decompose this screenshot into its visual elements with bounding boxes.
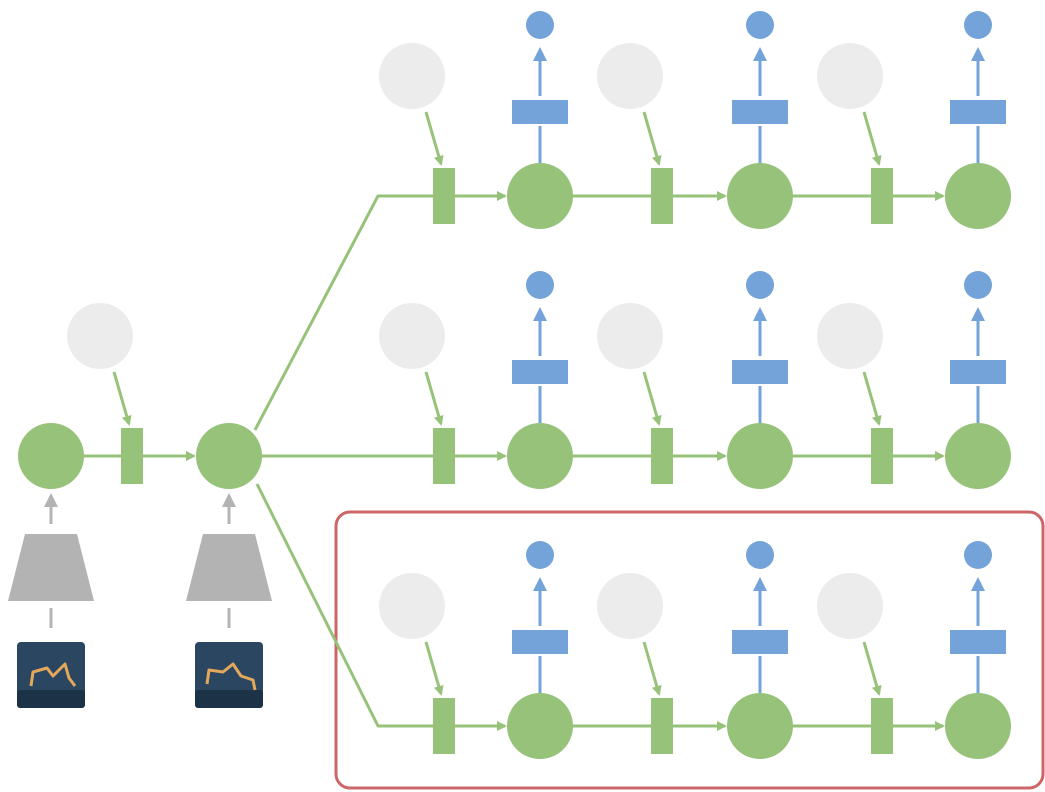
action-arrow: [642, 371, 662, 426]
decoder-block: [732, 100, 788, 124]
walker-figure: [29, 662, 77, 687]
prediction-node: [746, 271, 774, 299]
decoder-block: [512, 100, 568, 124]
action-arrow: [424, 111, 444, 166]
latent-state-node: [507, 423, 573, 489]
decoder-block: [950, 630, 1006, 654]
prediction-node: [964, 541, 992, 569]
latent-state-node: [507, 163, 573, 229]
action-node: [379, 573, 445, 639]
latent-state-node: [945, 163, 1011, 229]
decoder-block: [732, 360, 788, 384]
transition-gate: [433, 428, 455, 484]
latent-state-node: [945, 423, 1011, 489]
prediction-node: [526, 541, 554, 569]
transition-gate: [871, 168, 893, 224]
decoder-block: [950, 360, 1006, 384]
action-node: [597, 573, 663, 639]
action-node: [379, 43, 445, 109]
latent-state-node: [727, 423, 793, 489]
action-node: [597, 43, 663, 109]
latent-state-node: [945, 693, 1011, 759]
decoder-block: [512, 630, 568, 654]
thumbnail-floor: [195, 690, 263, 708]
latent-state-node: [507, 693, 573, 759]
encoder-icon: [186, 534, 272, 601]
action-arrow: [862, 641, 882, 696]
transition-gate: [121, 428, 143, 484]
action-arrow: [862, 111, 882, 166]
action-node: [597, 303, 663, 369]
prediction-node: [746, 541, 774, 569]
branch-link: [253, 194, 433, 431]
action-arrow: [424, 371, 444, 426]
action-node: [67, 303, 133, 369]
action-arrow: [642, 111, 662, 166]
action-arrow: [642, 641, 662, 696]
transition-gate: [433, 698, 455, 754]
latent-state-node: [196, 423, 262, 489]
latent-state-node: [727, 163, 793, 229]
decoder-block: [950, 100, 1006, 124]
action-arrow: [862, 371, 882, 426]
transition-gate: [651, 428, 673, 484]
transition-gate: [433, 168, 455, 224]
prediction-node: [964, 11, 992, 39]
action-node: [817, 303, 883, 369]
latent-state-node: [18, 423, 84, 489]
action-arrow: [424, 641, 444, 696]
action-arrow: [112, 371, 132, 426]
decoder-block: [732, 630, 788, 654]
prediction-node: [526, 271, 554, 299]
transition-gate: [871, 698, 893, 754]
thumbnail-floor: [17, 690, 85, 708]
prediction-node: [526, 11, 554, 39]
action-node: [379, 303, 445, 369]
action-node: [817, 573, 883, 639]
action-node: [817, 43, 883, 109]
transition-gate: [651, 698, 673, 754]
highlight-box: [334, 510, 1045, 790]
transition-gate: [871, 428, 893, 484]
latent-state-node: [727, 693, 793, 759]
walker-figure: [205, 662, 257, 691]
encoder-icon: [8, 534, 94, 601]
transition-gate: [651, 168, 673, 224]
decoder-block: [512, 360, 568, 384]
branch-link: [255, 483, 433, 728]
prediction-node: [964, 271, 992, 299]
prediction-node: [746, 11, 774, 39]
